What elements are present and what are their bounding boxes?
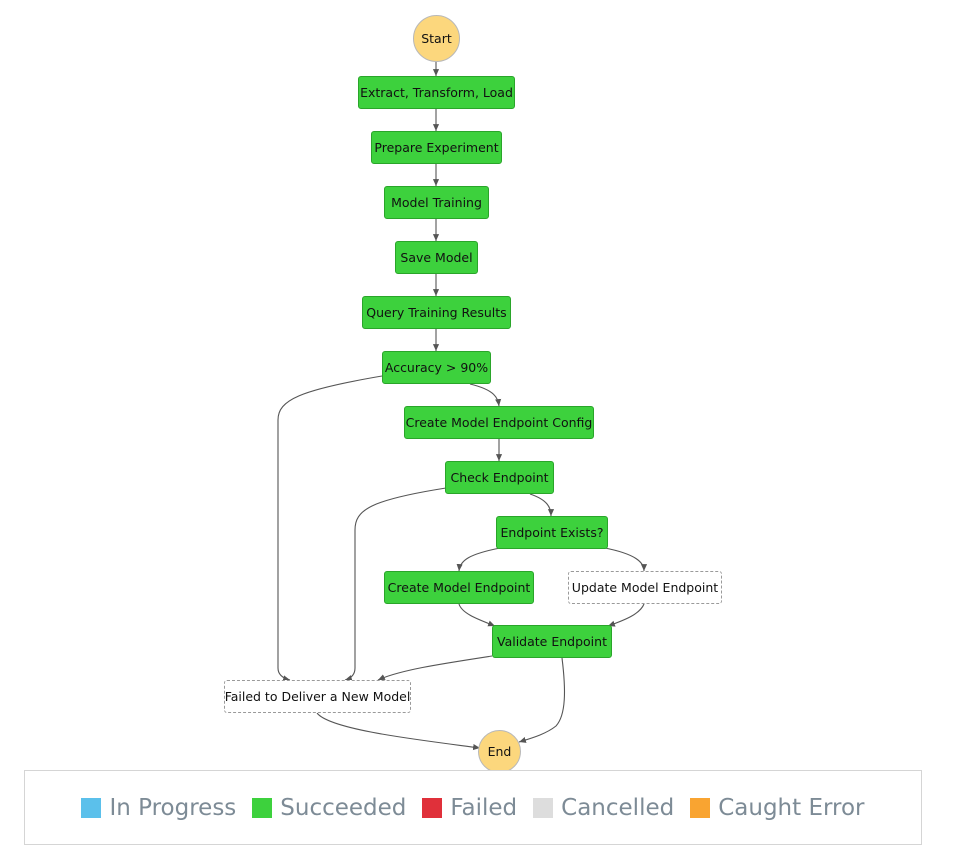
state-model-training[interactable]: Model Training: [384, 186, 489, 219]
edge-check-exists: [529, 493, 555, 517]
state-create-model-endpoint[interactable]: Create Model Endpoint: [384, 571, 534, 604]
edge-validate-failed: [377, 655, 493, 681]
state-create-model-endpoint-label: Create Model Endpoint: [387, 580, 531, 595]
state-etl[interactable]: Extract, Transform, Load: [358, 76, 515, 109]
state-endpoint-exists[interactable]: Endpoint Exists?: [496, 516, 608, 549]
legend-swatch-caught-error: [690, 797, 711, 818]
end-node-label: End: [487, 744, 512, 759]
state-validate-endpoint[interactable]: Validate Endpoint: [492, 625, 612, 658]
legend-swatch-failed: [422, 797, 443, 818]
edge-check-failed: [344, 487, 447, 682]
state-check-endpoint[interactable]: Check Endpoint: [445, 461, 554, 494]
state-query-training-results-label: Query Training Results: [366, 305, 507, 320]
edge-update-validate: [607, 603, 645, 627]
legend-label-caught-error: Caught Error: [718, 794, 865, 821]
legend-label-cancelled: Cancelled: [561, 794, 675, 821]
state-validate-endpoint-label: Validate Endpoint: [497, 634, 607, 649]
edge-accuracy-failed: [277, 375, 383, 682]
legend-label-in-progress: In Progress: [109, 794, 237, 821]
state-accuracy-check[interactable]: Accuracy > 90%: [382, 351, 491, 384]
state-accuracy-check-label: Accuracy > 90%: [384, 360, 489, 375]
state-check-endpoint-label: Check Endpoint: [450, 470, 549, 485]
legend-swatch-in-progress: [81, 797, 102, 818]
state-update-model-endpoint-label: Update Model Endpoint: [571, 580, 719, 595]
state-failed-to-deliver[interactable]: Failed to Deliver a New Model: [224, 680, 411, 713]
state-save-model-label: Save Model: [400, 250, 473, 265]
state-failed-to-deliver-label: Failed to Deliver a New Model: [224, 689, 411, 704]
status-legend: In Progress Succeeded Failed Cancelled C…: [24, 770, 922, 845]
legend-label-succeeded: Succeeded: [280, 794, 407, 821]
legend-swatch-succeeded: [252, 797, 273, 818]
state-create-endpoint-config[interactable]: Create Model Endpoint Config: [404, 406, 594, 439]
legend-item-failed: Failed: [422, 795, 517, 821]
legend-swatch-cancelled: [533, 797, 554, 818]
state-etl-label: Extract, Transform, Load: [360, 85, 513, 100]
state-model-training-label: Model Training: [391, 195, 482, 210]
edge-exists-create: [456, 547, 501, 572]
start-node-label: Start: [421, 31, 452, 46]
legend-item-succeeded: Succeeded: [252, 795, 406, 821]
state-endpoint-exists-label: Endpoint Exists?: [500, 525, 604, 540]
state-update-model-endpoint[interactable]: Update Model Endpoint: [568, 571, 722, 604]
edge-failed-end: [316, 712, 481, 751]
state-save-model[interactable]: Save Model: [395, 241, 478, 274]
state-create-endpoint-config-label: Create Model Endpoint Config: [405, 415, 593, 430]
start-node[interactable]: Start: [413, 15, 460, 62]
edge-create-validate: [458, 603, 496, 627]
end-node[interactable]: End: [478, 730, 521, 773]
legend-item-cancelled: Cancelled: [533, 795, 674, 821]
state-prepare-experiment[interactable]: Prepare Experiment: [371, 131, 502, 164]
edge-exists-update: [604, 547, 648, 572]
edge-validate-end: [518, 657, 565, 743]
state-machine-diagram: Start Extract, Transform, Load Prepare E…: [224, 15, 722, 773]
state-query-training-results[interactable]: Query Training Results: [362, 296, 511, 329]
legend-item-caught-error: Caught Error: [690, 794, 865, 821]
edge-accuracy-config: [469, 383, 502, 407]
legend-label-failed: Failed: [450, 794, 518, 821]
state-prepare-experiment-label: Prepare Experiment: [374, 140, 499, 155]
edges-layer: [277, 60, 648, 751]
legend-item-in-progress: In Progress: [81, 795, 236, 821]
